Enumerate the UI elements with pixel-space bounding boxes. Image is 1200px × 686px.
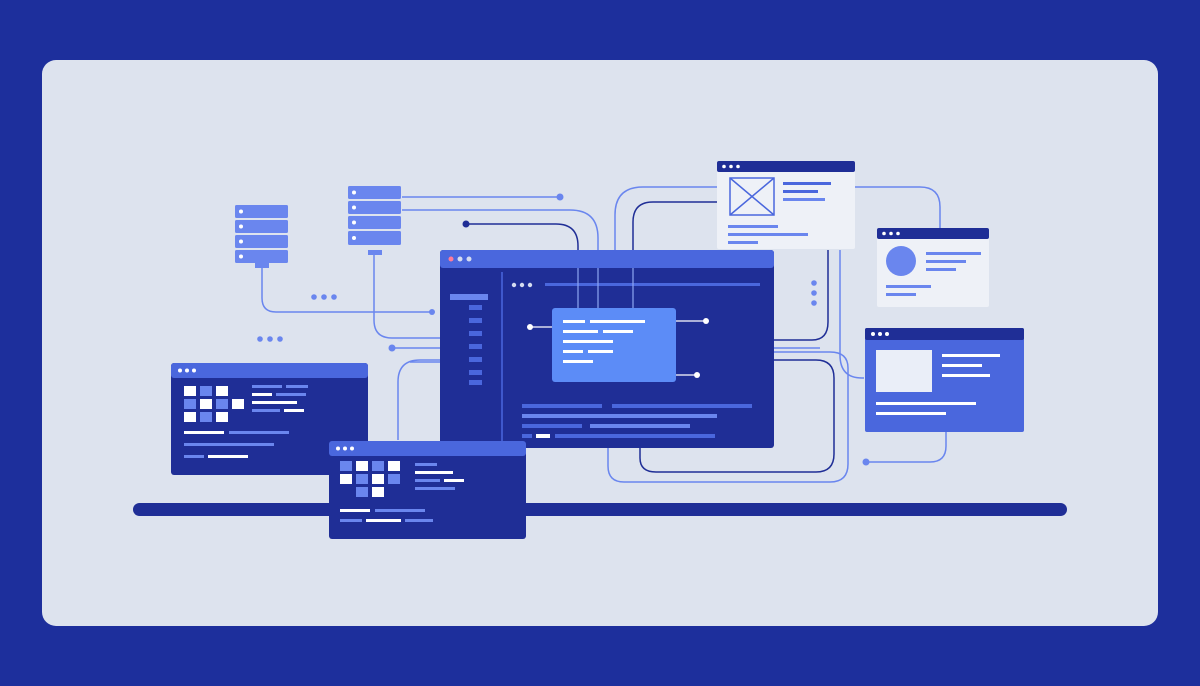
highlighted-code-panel <box>527 268 709 382</box>
image-placeholder-icon <box>876 350 932 392</box>
left-dashboard-window <box>171 363 368 475</box>
ellipsis-dots <box>257 280 817 342</box>
avatar-icon <box>886 246 916 276</box>
left-bottom-window <box>329 441 526 539</box>
image-window <box>717 161 855 249</box>
profile-window <box>877 228 989 307</box>
database-icon <box>235 205 288 268</box>
database-icon <box>348 186 401 255</box>
baseline-bar <box>133 503 1067 516</box>
content-window <box>865 328 1024 432</box>
image-placeholder-icon <box>729 177 775 216</box>
